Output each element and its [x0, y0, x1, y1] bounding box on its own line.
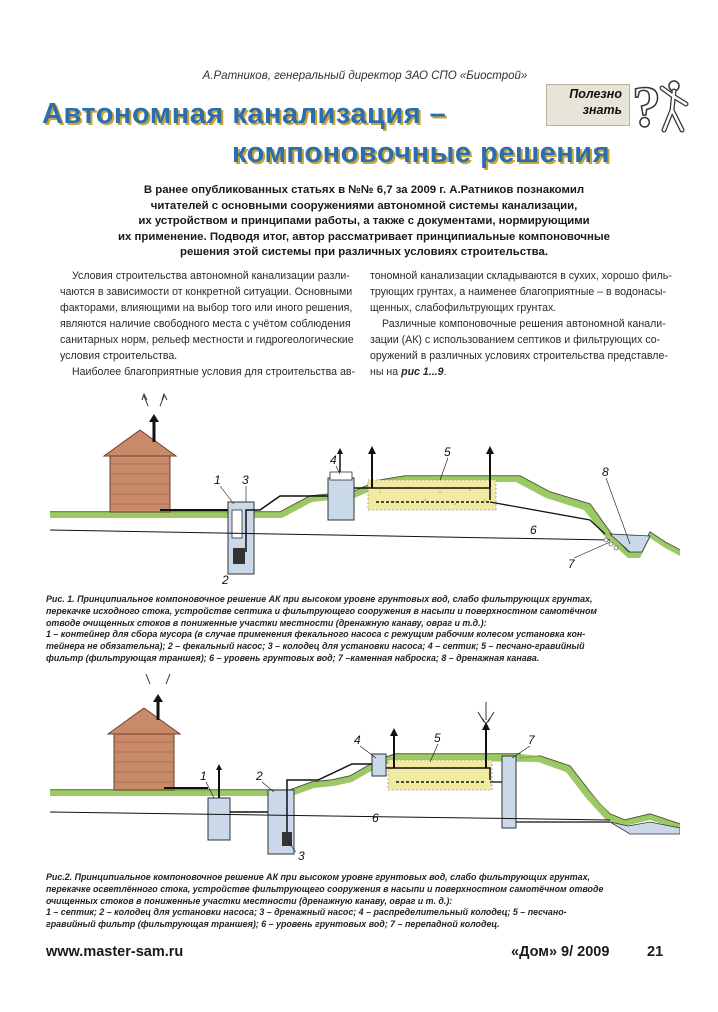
caption-line: Рис.2. Принципиальное компоновочное реше… — [46, 872, 590, 882]
body-column-left: Условия строительства автономной канализ… — [60, 268, 360, 380]
article-lead: В ранее опубликованных статьях в №№ 6,7 … — [64, 183, 664, 261]
figure-label: 4 — [330, 453, 337, 467]
footer-website: www.master-sam.ru — [46, 944, 184, 960]
house-roof — [102, 429, 178, 457]
body-line: чаются в зависимости от конкретной ситуа… — [60, 286, 353, 298]
badge-line-2: знать — [582, 103, 622, 117]
distribution-well — [371, 753, 387, 777]
figure-label: 3 — [242, 473, 249, 487]
body-line: оружений в различных условиях строительс… — [370, 350, 668, 362]
groundwater-level — [50, 529, 611, 541]
figure-label: 4 — [354, 733, 361, 747]
figure-2-diagram: 1 2 3 4 5 6 7 — [50, 673, 680, 863]
figure-label: 7 — [528, 733, 536, 747]
body-line: Условия строительства автономной канализ… — [72, 270, 350, 282]
figure-label: 5 — [434, 731, 441, 745]
septic-tank — [207, 797, 231, 841]
figure-label: 5 — [444, 445, 451, 459]
body-line: являются наличие свободного места с учёт… — [60, 318, 351, 330]
question-mark-figure-icon: ? — [631, 76, 689, 136]
body-line: санитарных норм, рельеф местности и гидр… — [60, 334, 354, 346]
caption-line: 1 – септик; 2 – колодец для установки на… — [46, 907, 567, 918]
body-line: факторами, влияющими на выбор того или и… — [60, 302, 353, 314]
figure-label: 8 — [602, 465, 609, 479]
house-roof — [106, 707, 182, 735]
lead-line: их устройством и принципами работы, а та… — [138, 215, 590, 227]
lead-line: В ранее опубликованных статьях в №№ 6,7 … — [143, 184, 585, 196]
body-line: Наиболее благоприятные условия для строи… — [72, 366, 356, 378]
author-line: А.Ратников, генеральный директор ЗАО СПО… — [202, 70, 528, 82]
figure-label: 1 — [200, 769, 207, 783]
caption-line: тейнера не обязательна); 2 – фекальный н… — [46, 641, 585, 652]
article-title-line-1: Автономная канализация – — [42, 98, 447, 130]
drainage-ditch — [608, 533, 651, 553]
sand-gravel-filter — [387, 759, 493, 791]
figure-1-caption: Рис. 1. Принципиальное компоновочное реш… — [46, 594, 686, 665]
body-line-end: . — [443, 366, 447, 378]
body-line: условия строительства. — [60, 350, 178, 362]
septic-tank — [327, 477, 355, 521]
footer-issue: «Дом» 9/ 2009 — [511, 944, 610, 960]
body-line: щенных, слабофильтрующих грунтах. — [370, 302, 557, 314]
figure-1-diagram: 1 2 3 4 5 6 7 8 — [50, 392, 680, 587]
body-line-text: ны на — [370, 366, 402, 378]
article-title-line-2: компоновочные решения — [232, 137, 611, 169]
page-number: 21 — [647, 944, 664, 960]
drainage-ditch — [609, 821, 680, 835]
body-column-right: тономной канализации складываются в сухи… — [370, 268, 672, 380]
caption-line: Рис. 1. Принципиальное компоновочное реш… — [46, 594, 593, 604]
house-wall — [109, 453, 171, 513]
figure-2-caption: Рис.2. Принципиальное компоновочное реше… — [46, 872, 686, 931]
lead-line: решения этой системы при различных услов… — [180, 246, 548, 258]
figure-reference: рис 1...9 — [401, 366, 444, 378]
groundwater-level — [50, 811, 611, 821]
sand-gravel-filter — [367, 479, 497, 511]
figure-label: 2 — [221, 573, 229, 587]
vent-arrow — [149, 414, 159, 422]
badge-line-1: Полезно — [569, 87, 622, 101]
caption-line: перекачке осветлённого стока, устройстве… — [46, 883, 604, 894]
figure-label: 3 — [298, 849, 305, 863]
grass-strip — [50, 754, 680, 830]
figure-label: 7 — [568, 557, 576, 571]
caption-line: отводе очищенных стоков в пониженные уча… — [46, 617, 487, 628]
caption-line: гравийный фильтр (фильтрующая траншея); … — [46, 919, 500, 930]
body-line: Различные компоновочные решения автономн… — [382, 318, 666, 330]
lead-line: читателей с основными сооружениями автон… — [150, 199, 578, 212]
useful-to-know-badge: Полезно знать ? — [546, 76, 696, 136]
figure-label: 6 — [372, 811, 379, 825]
stone-riprap — [603, 537, 619, 551]
body-line: зации (АК) с использованием септиков и ф… — [370, 334, 661, 346]
caption-line: перекачке исходного стока, устройстве се… — [46, 605, 597, 616]
grass-strip — [50, 476, 680, 558]
svg-text:?: ? — [632, 76, 661, 136]
badge-box — [546, 84, 630, 126]
body-line: тономной канализации складываются в сухи… — [370, 270, 672, 282]
caption-line: 1 – контейнер для сбора мусора (в случае… — [46, 629, 586, 640]
figure-label: 1 — [214, 473, 221, 487]
body-line-last: ны на рис 1...9. — [370, 364, 670, 380]
caption-line: фильтр (фильтрующая траншея); 6 – уровен… — [46, 652, 540, 663]
house-wall — [113, 731, 175, 791]
body-line: трующих грунтах, а наименее благоприятны… — [370, 286, 667, 298]
figure-label: 2 — [255, 769, 263, 783]
drop-well — [501, 755, 517, 829]
vent-arrow — [153, 694, 163, 702]
lead-line: их применение. Подводя итог, автор рассм… — [117, 230, 610, 243]
figure-label: 6 — [530, 523, 537, 537]
caption-line: очищенных стоков в пониженные участки ме… — [46, 895, 453, 906]
